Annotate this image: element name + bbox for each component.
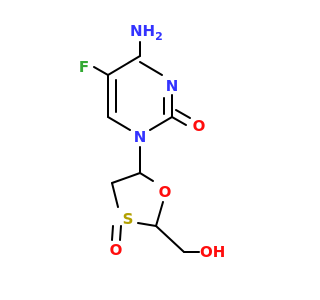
bond-c5-f <box>93 66 109 76</box>
bond-c2prime-ch2 <box>155 225 185 253</box>
bond-c2-n1 <box>149 116 173 131</box>
carbonyl-o-label: O <box>193 117 206 135</box>
bond-s-c4prime <box>111 182 119 208</box>
bond-o-c2prime <box>155 201 164 227</box>
sulfoxide-o-label: O <box>110 241 123 259</box>
molecule-structure: NH2 F N N O O S O OH <box>79 22 225 261</box>
bond-c5prime-o <box>139 172 154 182</box>
bond-c4-n3 <box>139 61 163 76</box>
bond-c5-c4 <box>107 55 141 76</box>
bond-s-o-double <box>111 225 114 241</box>
atom-labels: NH2 F N N O O S O OH <box>79 22 225 261</box>
sulfur-label: S <box>123 210 134 228</box>
fluoro-label: F <box>79 58 89 76</box>
bond-c2-o-double <box>175 109 191 119</box>
bond-s-o <box>119 225 122 241</box>
bond-c2-o <box>171 116 187 126</box>
ring-o-label: O <box>159 183 172 201</box>
ring-n3-label: N <box>166 77 179 95</box>
bond-c2prime-s <box>137 222 157 227</box>
ring-n1-label: N <box>134 128 147 146</box>
bond-n1-c6 <box>107 116 131 131</box>
bonds <box>93 41 200 253</box>
amino-label: NH2 <box>130 22 163 43</box>
hydroxyl-label: OH <box>200 243 225 261</box>
bond-c4prime-c5prime <box>111 172 141 184</box>
